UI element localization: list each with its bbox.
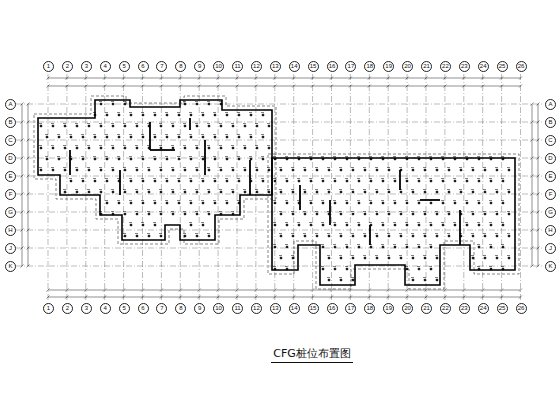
- axis-number: 3: [81, 303, 92, 314]
- axis-line: [16, 176, 544, 177]
- axis-number: 22: [440, 61, 451, 72]
- building-outline: [38, 100, 272, 240]
- axis-number: 1: [43, 303, 54, 314]
- axis-line: [48, 74, 49, 300]
- axis-number: 1: [43, 61, 54, 72]
- axis-number: B: [545, 117, 556, 128]
- axis-number: 11: [232, 303, 243, 314]
- axis-line: [66, 74, 67, 300]
- axis-number: 9: [194, 61, 205, 72]
- axis-number: 4: [100, 61, 111, 72]
- axis-number: 15: [308, 303, 319, 314]
- axis-number: 4: [100, 303, 111, 314]
- axis-number: 25: [497, 303, 508, 314]
- axis-number: 23: [459, 303, 470, 314]
- building-outline: [272, 158, 515, 285]
- inner-walls: [70, 118, 460, 245]
- pile-boundary: [34, 96, 276, 244]
- pile-boundary: [268, 154, 519, 289]
- axis-number: 23: [459, 61, 470, 72]
- axis-number: 6: [138, 61, 149, 72]
- axis-number: K: [545, 261, 556, 272]
- axis-number: J: [5, 243, 16, 254]
- axis-number: 26: [516, 303, 527, 314]
- axis-number: 10: [213, 303, 224, 314]
- axis-number: 5: [119, 303, 130, 314]
- axis-number: 8: [175, 61, 186, 72]
- axis-number: 19: [383, 61, 394, 72]
- axis-number: E: [5, 171, 16, 182]
- axis-number: 11: [232, 61, 243, 72]
- axis-number: 3: [81, 61, 92, 72]
- axis-line: [331, 74, 332, 300]
- axis-number: 22: [440, 303, 451, 314]
- axis-number: 6: [138, 303, 149, 314]
- axis-line: [16, 266, 544, 267]
- axis-number: 26: [516, 61, 527, 72]
- axis-number: A: [5, 99, 16, 110]
- axis-number: 2: [62, 61, 73, 72]
- axis-number: C: [5, 135, 16, 146]
- axis-number: 7: [156, 61, 167, 72]
- axis-number: 18: [364, 61, 375, 72]
- axis-number: K: [5, 261, 16, 272]
- axis-line: [16, 248, 544, 249]
- axis-line: [180, 74, 181, 300]
- axis-number: 19: [383, 303, 394, 314]
- axis-number: 14: [289, 61, 300, 72]
- axis-number: 13: [270, 61, 281, 72]
- axis-number: 5: [119, 61, 130, 72]
- axis-number: 12: [251, 303, 262, 314]
- axis-number: D: [5, 153, 16, 164]
- axis-number: F: [5, 189, 16, 200]
- axis-number: 16: [327, 61, 338, 72]
- axis-number: 2: [62, 303, 73, 314]
- dimension-lines: [21, 77, 540, 299]
- axis-number: C: [545, 135, 556, 146]
- axis-number: D: [545, 153, 556, 164]
- axis-number: H: [5, 225, 16, 236]
- axis-number: A: [545, 99, 556, 110]
- drawing-title: CFG桩位布置图: [271, 346, 353, 363]
- axis-number: 20: [402, 61, 413, 72]
- axis-number: H: [545, 225, 556, 236]
- axis-number: 24: [478, 61, 489, 72]
- axis-number: J: [545, 243, 556, 254]
- axis-number: 16: [327, 303, 338, 314]
- axis-line: [16, 122, 544, 123]
- axis-number: 21: [421, 61, 432, 72]
- axis-number: 24: [478, 303, 489, 314]
- axis-number: E: [545, 171, 556, 182]
- axis-number: 21: [421, 303, 432, 314]
- axis-number: 15: [308, 61, 319, 72]
- axis-number: 18: [364, 303, 375, 314]
- axis-number: 25: [497, 61, 508, 72]
- axis-number: G: [545, 207, 556, 218]
- axis-line: [16, 230, 544, 231]
- axis-number: 7: [156, 303, 167, 314]
- axis-number: B: [5, 117, 16, 128]
- axis-number: 14: [289, 303, 300, 314]
- axis-line: [312, 74, 313, 300]
- axis-number: 8: [175, 303, 186, 314]
- axis-number: 10: [213, 61, 224, 72]
- axis-line: [199, 74, 200, 300]
- axis-number: 13: [270, 303, 281, 314]
- axis-number: 17: [345, 61, 356, 72]
- axis-line: [16, 212, 544, 213]
- axis-line: [16, 140, 544, 141]
- axis-number: 17: [345, 303, 356, 314]
- axis-number: 20: [402, 303, 413, 314]
- axis-number: 9: [194, 303, 205, 314]
- axis-number: F: [545, 189, 556, 200]
- axis-number: G: [5, 207, 16, 218]
- cfg-piles: [39, 102, 510, 282]
- axis-grid: [16, 74, 544, 300]
- axis-number: 12: [251, 61, 262, 72]
- axis-line: [520, 74, 521, 300]
